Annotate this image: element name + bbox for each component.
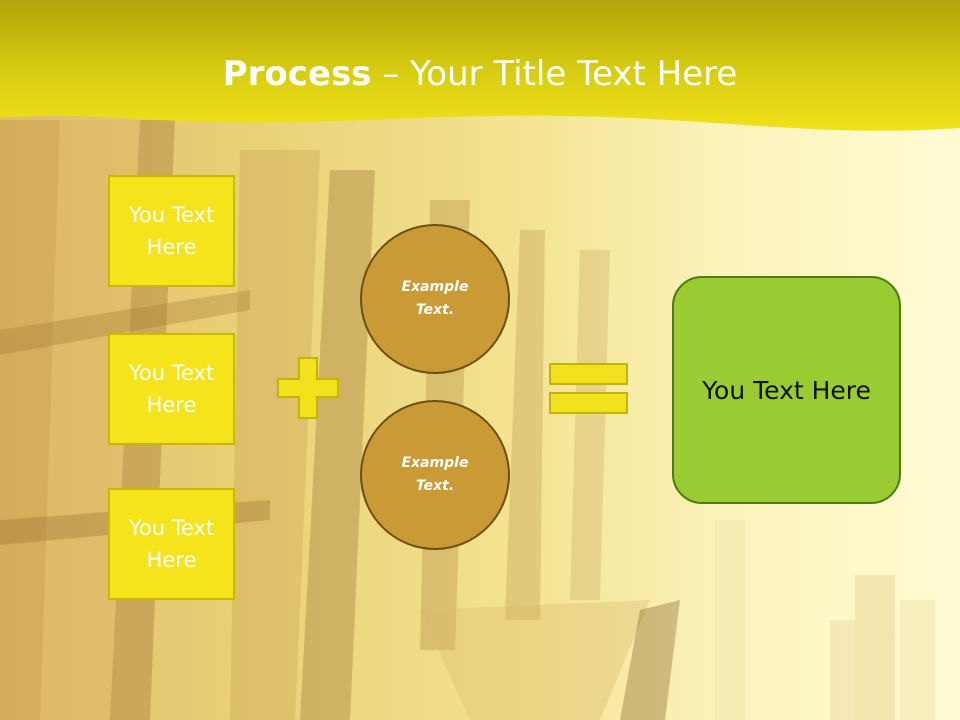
- example-circle-1: Example Text.: [360, 224, 510, 374]
- equals-icon: [549, 363, 628, 414]
- input-box-2: You Text Here: [108, 333, 235, 445]
- input-box-3: You Text Here: [108, 488, 235, 600]
- plus-icon: [277, 357, 339, 419]
- title-rest: – Your Title Text Here: [371, 54, 738, 94]
- title-bold: Process: [222, 54, 372, 94]
- example-circle-2: Example Text.: [360, 400, 510, 550]
- result-box: You Text Here: [672, 276, 901, 504]
- input-box-1: You Text Here: [108, 175, 235, 287]
- header-band: [0, 0, 960, 131]
- slide-title: Process – Your Title Text Here: [0, 52, 960, 96]
